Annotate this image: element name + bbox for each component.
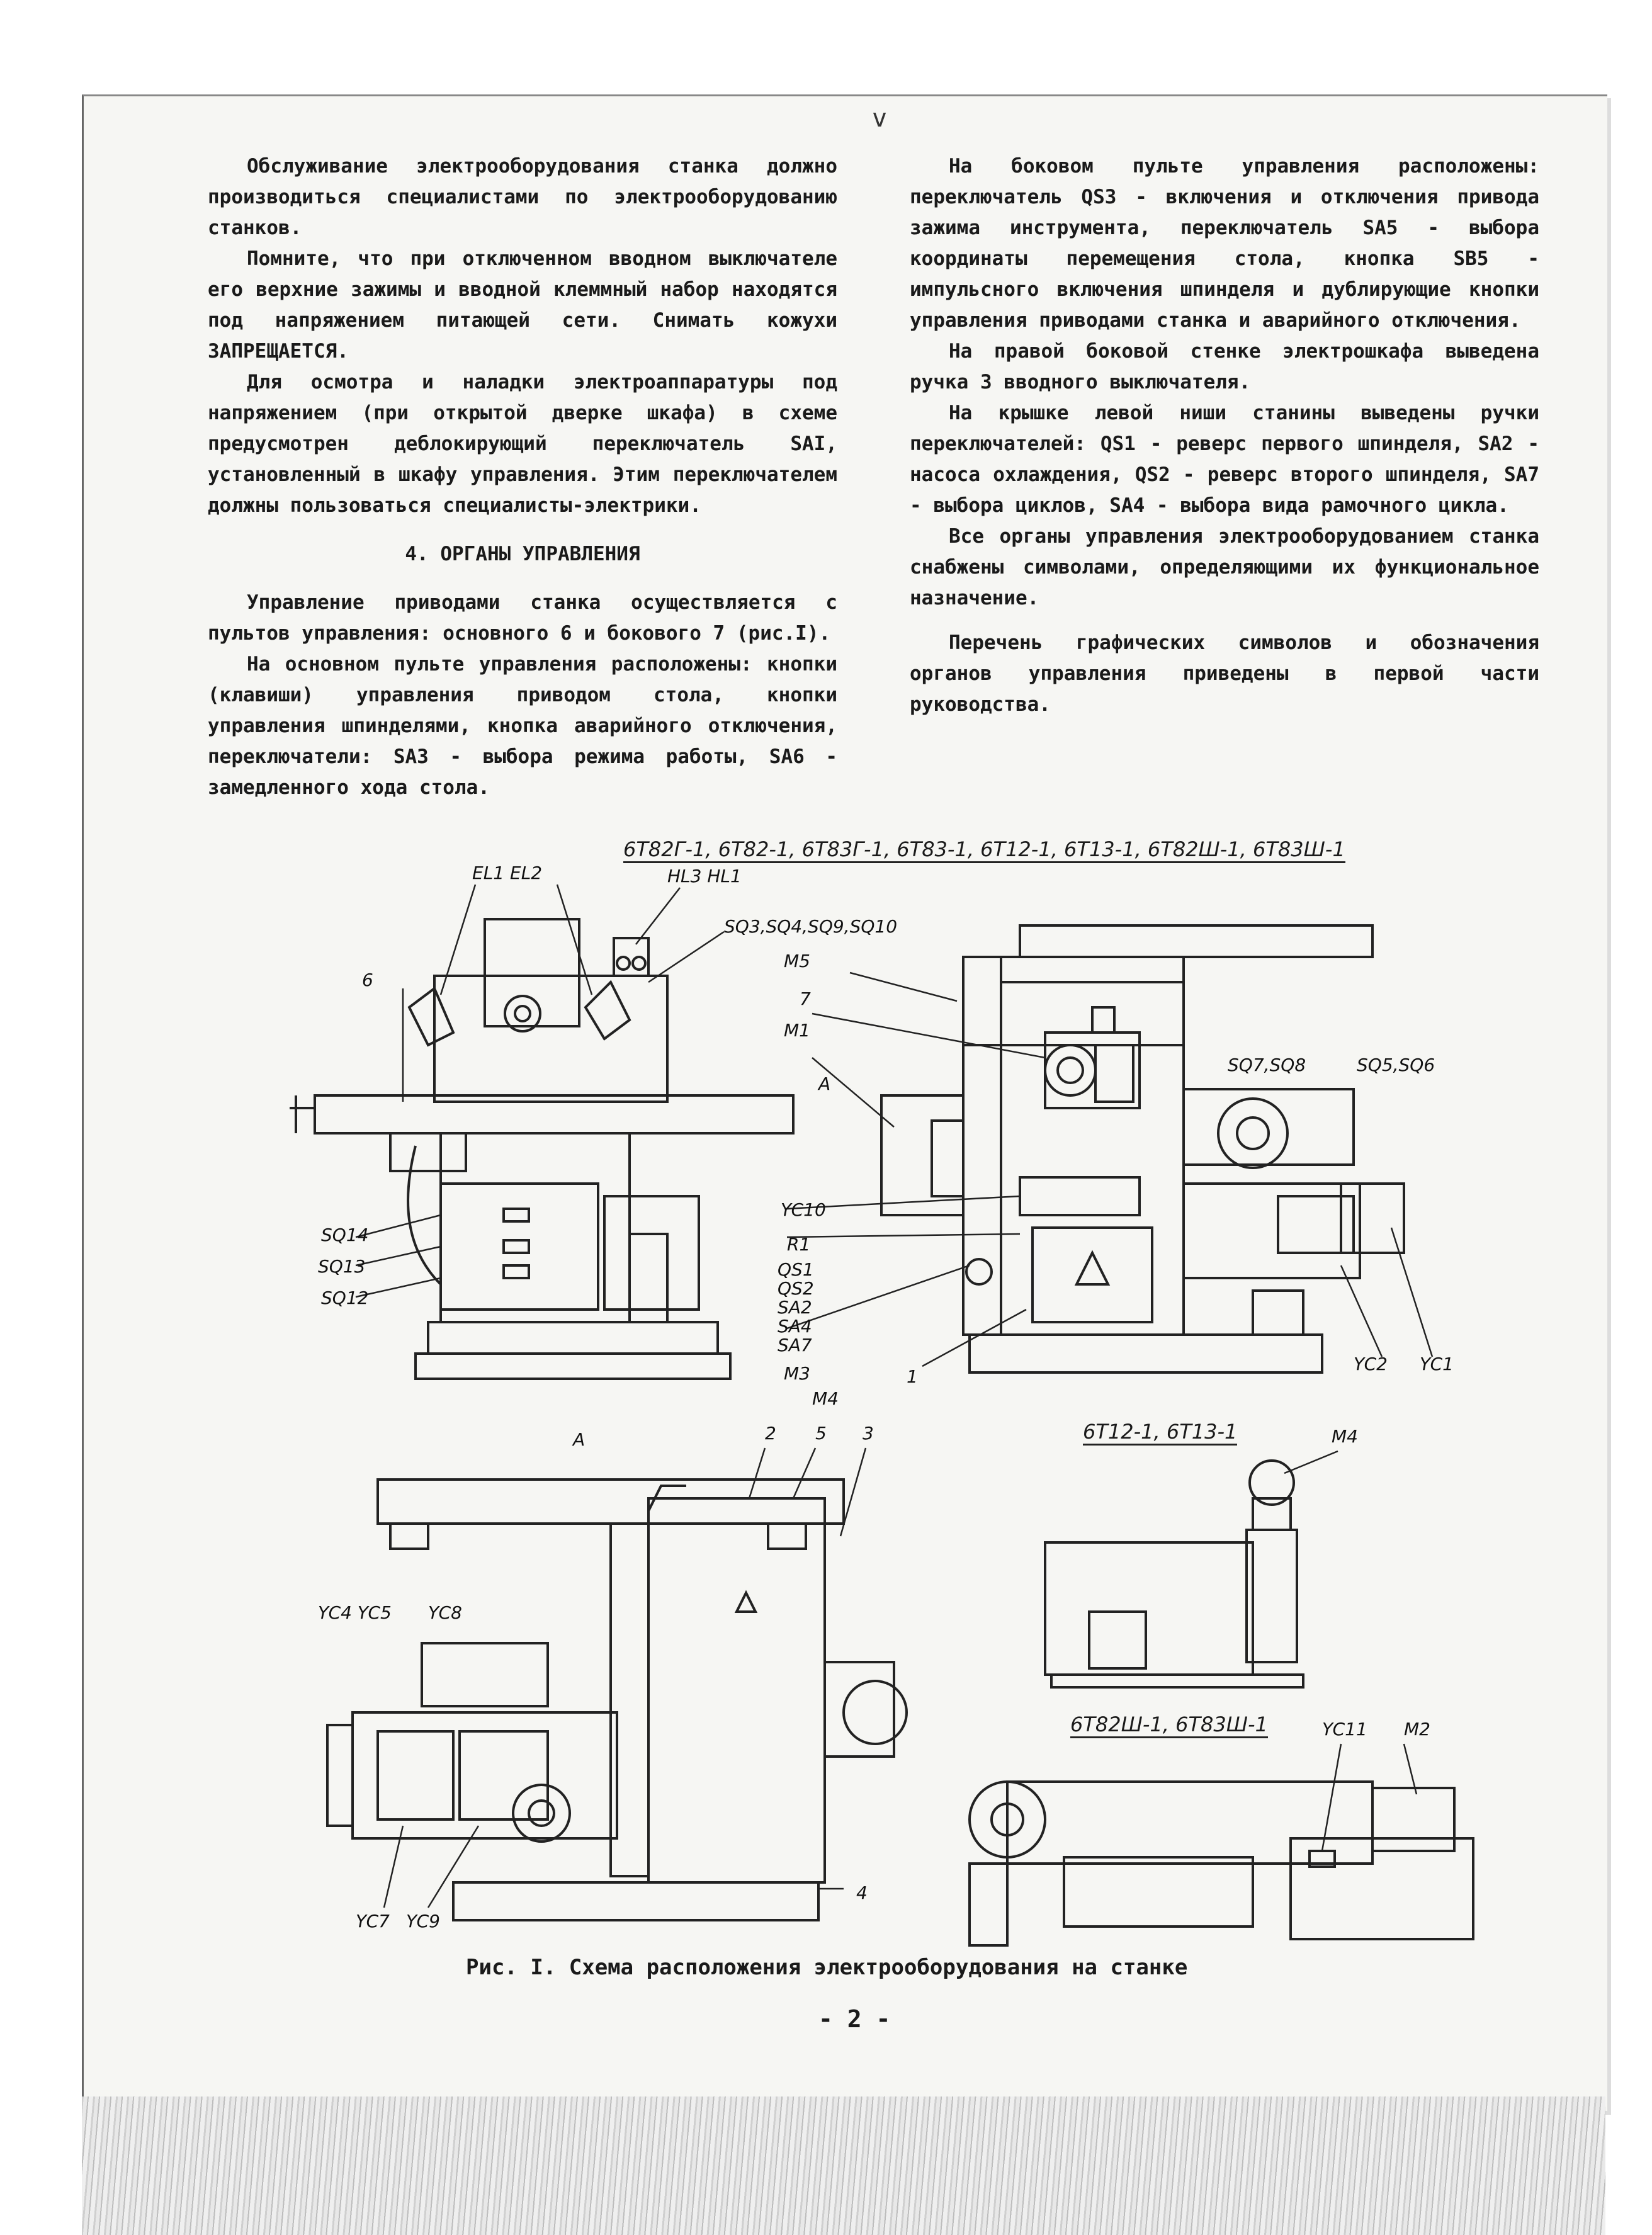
label-yc1: YC1: [1420, 1354, 1454, 1374]
label-view-arrow-a: A: [818, 1073, 831, 1094]
label-sq-top: SQ3,SQ4,SQ9,SQ10: [724, 916, 898, 937]
label-qs2: QS2: [778, 1278, 814, 1299]
corner-mark: v: [872, 104, 888, 133]
label-r1: R1: [787, 1234, 811, 1255]
label-yc8: YC8: [428, 1602, 462, 1623]
label-6: 6: [362, 970, 373, 990]
detail-view-6t82sh: [968, 1780, 1474, 1947]
label-yc10: YC10: [781, 1199, 826, 1220]
figure-caption: Рис. I. Схема расположения электрооборуд…: [466, 1955, 1188, 1980]
paragraph: Перечень графических символов и обозначе…: [910, 631, 1539, 716]
figure-subtitle-6t12: 6Т12-1, 6Т13-1: [1083, 1420, 1238, 1446]
label-m1: M1: [784, 1020, 810, 1041]
label-yc2: YC2: [1354, 1354, 1388, 1374]
label-2: 2: [765, 1423, 776, 1444]
figure-subtitle-6t82sh: 6Т82Ш-1, 6Т83Ш-1: [1070, 1712, 1268, 1738]
label-el1-el2: EL1 EL2: [472, 863, 543, 883]
side-view: [880, 924, 1405, 1374]
scan-noise-strip: [82, 2096, 1605, 2235]
paragraph: На основном пульте управления расположен…: [208, 653, 837, 799]
paragraph: Управление приводами станка осуществляет…: [208, 591, 837, 645]
label-m2: M2: [1404, 1719, 1430, 1740]
label-hl3-hl1: HL3 HL1: [667, 866, 742, 886]
leader-lines: [355, 884, 1434, 1908]
label-m5: M5: [784, 951, 810, 971]
figure-series-title: 6Т82Г-1, 6Т82-1, 6Т83Г-1, 6Т83-1, 6Т12-1…: [623, 837, 1345, 863]
label-7: 7: [800, 988, 811, 1009]
front-view: [290, 918, 795, 1380]
paragraph: Обслуживание электрооборудования станка …: [208, 155, 837, 239]
detail-view-6t12: [1044, 1459, 1304, 1689]
label-sq12: SQ12: [321, 1287, 369, 1308]
paragraph: Помните, что при отключенном вводном вык…: [208, 247, 837, 363]
label-qs1: QS1: [778, 1259, 814, 1280]
paragraph: Для осмотра и наладки электроаппаратуры …: [208, 371, 837, 517]
label-m4-right: M4: [1332, 1426, 1358, 1447]
paragraph: На правой боковой стенке электрошкафа вы…: [910, 340, 1539, 393]
paragraph: На боковом пульте управления расположены…: [910, 155, 1539, 332]
paragraph: На крышке левой ниши станины выведены ру…: [910, 402, 1539, 517]
paragraph: Все органы управления электрооборудовани…: [910, 525, 1539, 609]
view-a: [326, 1478, 908, 1921]
label-1: 1: [907, 1366, 918, 1387]
label-sa7: SA7: [778, 1335, 812, 1355]
label-sq5-sq6: SQ5,SQ6: [1357, 1055, 1435, 1075]
label-sq7-sq8: SQ7,SQ8: [1228, 1055, 1306, 1075]
label-sq13: SQ13: [318, 1256, 366, 1277]
label-sa4: SA4: [778, 1316, 812, 1337]
label-m4-top: M4: [812, 1388, 839, 1409]
label-5: 5: [815, 1423, 827, 1444]
right-column: На боковом пульте управления расположены…: [910, 151, 1539, 720]
label-yc7: YC7: [356, 1911, 390, 1932]
label-yc11: YC11: [1322, 1719, 1367, 1740]
label-sa2: SA2: [778, 1297, 812, 1318]
label-view-a: A: [573, 1429, 586, 1450]
label-yc4-yc5: YC4 YC5: [318, 1602, 392, 1623]
label-3: 3: [863, 1423, 874, 1444]
label-m3: M3: [784, 1363, 810, 1384]
label-sq14: SQ14: [321, 1225, 369, 1245]
label-yc9: YC9: [406, 1911, 440, 1932]
section-heading: 4. ОРГАНЫ УПРАВЛЕНИЯ: [405, 543, 640, 565]
label-4: 4: [856, 1882, 868, 1903]
left-column: Обслуживание электрооборудования станка …: [208, 151, 837, 803]
page-number: - 2 -: [818, 2005, 891, 2033]
